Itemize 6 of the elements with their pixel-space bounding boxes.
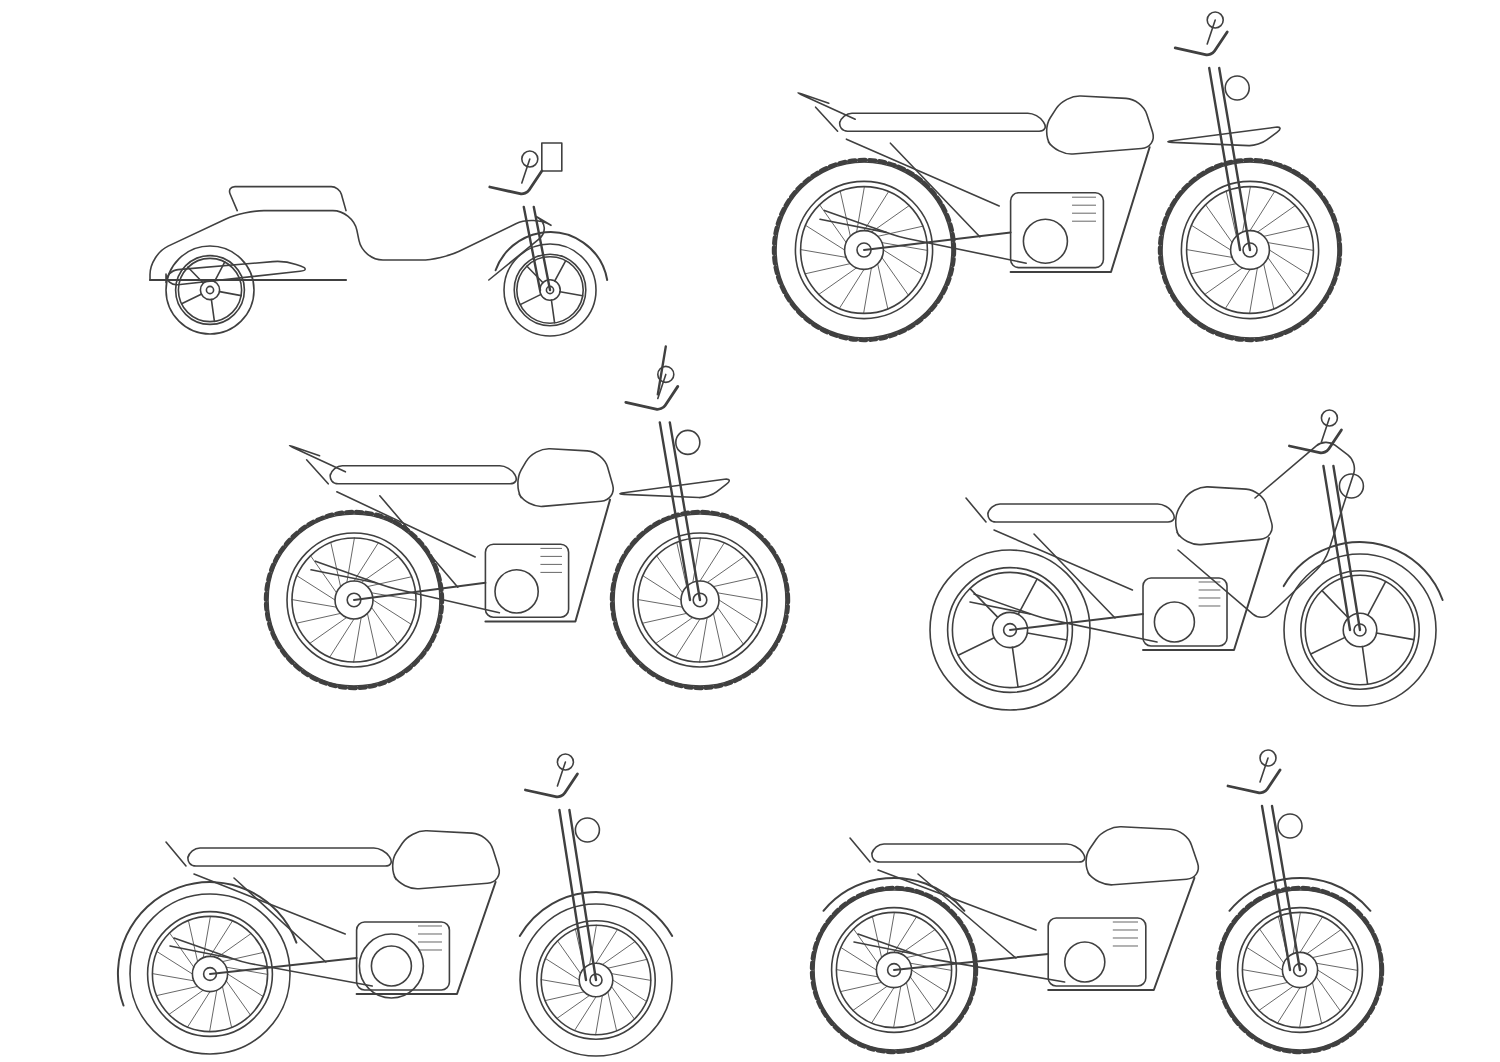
motorcycle-drawing — [263, 345, 791, 691]
motorcycle-drawing — [929, 409, 1444, 711]
motorcycle-drawing — [771, 11, 1343, 343]
motorcycle-drawing — [117, 753, 674, 1057]
motorcycle-drawing — [809, 749, 1385, 1055]
scooter-drawing — [148, 142, 609, 337]
